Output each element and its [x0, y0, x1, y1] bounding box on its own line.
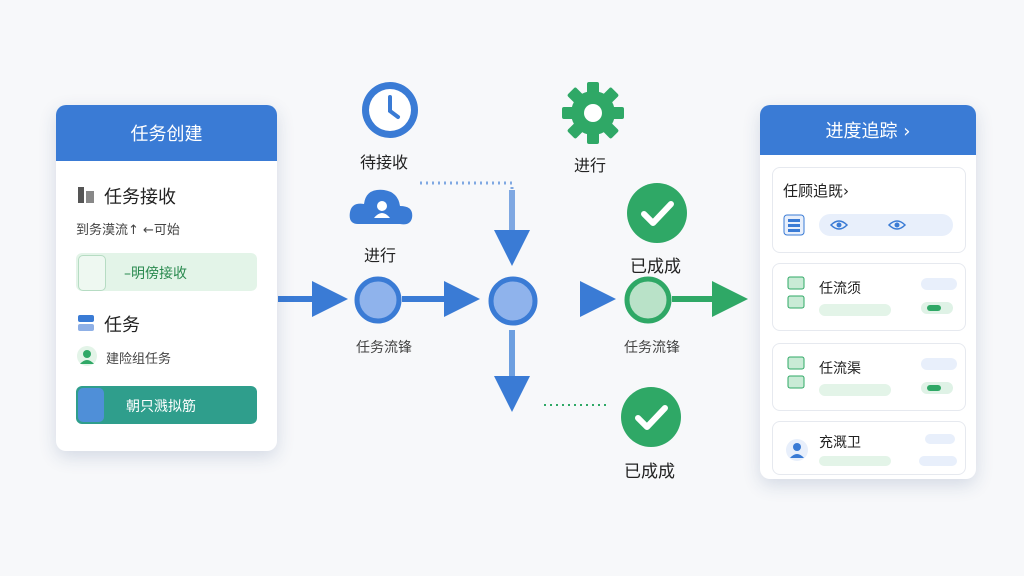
check-icon: [627, 183, 687, 243]
section2-title: 任务: [104, 315, 140, 336]
pending-label: 待接收: [360, 153, 409, 172]
person-icon: [786, 439, 808, 461]
accept-task-button[interactable]: –明傍接收: [76, 253, 257, 291]
accept-task-label: –明傍接收: [124, 266, 187, 282]
tracking-card-1[interactable]: 任顾追既›: [772, 167, 966, 253]
server-icon: [783, 214, 805, 236]
tracking-card-2-title: 任流须: [819, 281, 861, 297]
progress-tracking-panel: 进度追踪 › 任顾追既› 任流须: [760, 105, 976, 479]
progress-bar: [819, 304, 891, 316]
tracking-card-4[interactable]: 充溉卫: [772, 421, 966, 475]
progress-bar: [819, 384, 891, 396]
section1-title: 任务接收: [104, 187, 176, 208]
cloud-user-icon: [349, 189, 413, 225]
arrow-top-into-node2: [420, 181, 514, 248]
tracking-card-3-title: 任流渠: [819, 361, 861, 377]
node-caption-1: 任务流锋: [356, 340, 412, 356]
done-label-top: 已成成: [630, 257, 681, 277]
tracking-card-3[interactable]: 任流渠: [772, 343, 966, 411]
check-icon: [621, 387, 681, 447]
server-icon: [78, 315, 94, 331]
flow-node-2: [488, 276, 538, 326]
tracking-card-1-title: 任顾追既›: [783, 182, 849, 200]
progress-bar: [819, 456, 891, 466]
progress-tracking-title: 进度追踪 ›: [760, 105, 976, 155]
create-task-label: 朝只溅拟筋: [126, 399, 196, 415]
list-icon: [787, 276, 805, 309]
list-icon: [787, 356, 805, 389]
flow-node-3: [624, 276, 672, 324]
done-label-bottom: 已成成: [624, 462, 675, 482]
tracking-card-4-title: 充溉卫: [819, 435, 861, 451]
task-creation-title: 任务创建: [56, 105, 277, 161]
eye-icon: [829, 220, 907, 230]
tracking-card-2[interactable]: 任流须: [772, 263, 966, 331]
node-caption-2: 任务流锋: [624, 340, 680, 356]
section2-item: 建险组任务: [106, 352, 172, 367]
person-icon: [77, 346, 97, 366]
task-creation-panel: 任务创建 任务接收 到务漠流↑ ←可始 –明傍接收 任务 建险组任务 朝只溅拟筋: [56, 105, 277, 451]
create-task-button[interactable]: 朝只溅拟筋: [76, 386, 257, 424]
eye-toggle[interactable]: [819, 214, 953, 236]
section1-subtitle: 到务漠流↑ ←可始: [76, 223, 180, 238]
progress-label-cloud: 进行: [364, 246, 397, 265]
gear-icon: [562, 82, 624, 144]
clock-icon: [362, 82, 418, 138]
flow-node-1: [354, 276, 402, 324]
list-icon: [78, 187, 94, 203]
progress-label-top: 进行: [574, 156, 607, 175]
